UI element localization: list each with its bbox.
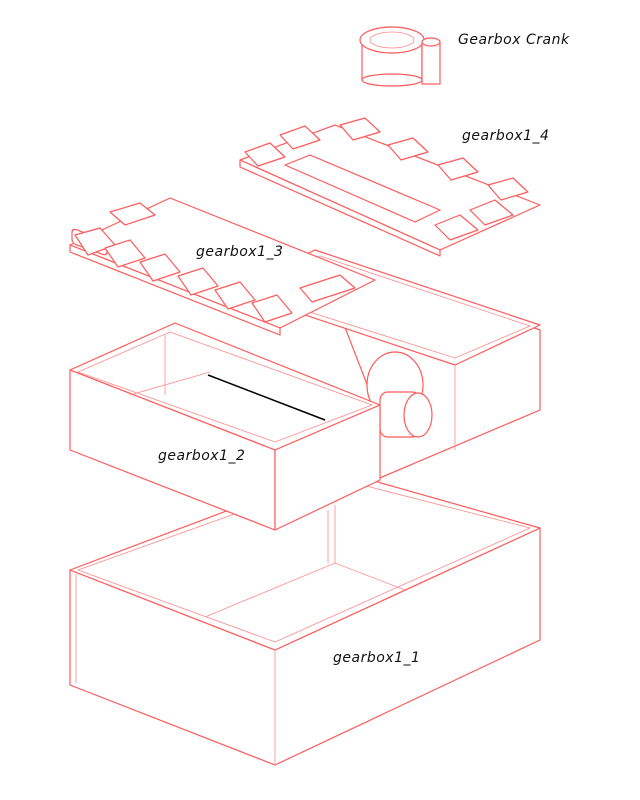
- part-gearbox1-4: [239, 117, 541, 257]
- label-gearbox1-1: gearbox1_1: [333, 650, 421, 666]
- label-gearbox-crank: Gearbox Crank: [458, 32, 570, 48]
- label-gearbox1-3: gearbox1_3: [196, 244, 284, 260]
- label-gearbox1-4: gearbox1_4: [462, 128, 550, 144]
- part-gearbox1-3: [69, 197, 376, 336]
- part-gearbox1-1: [69, 469, 541, 766]
- part-gearbox-crank: [359, 26, 441, 87]
- label-gearbox1-2: gearbox1_2: [158, 448, 246, 464]
